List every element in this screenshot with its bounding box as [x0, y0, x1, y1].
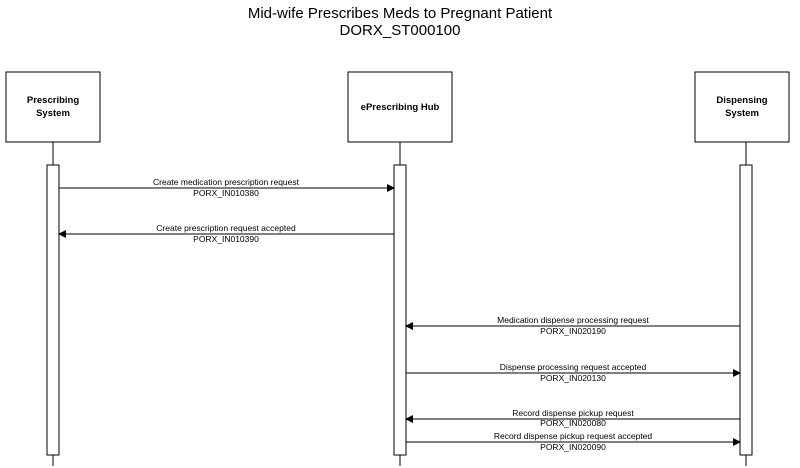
message-medication-dispense-processing-request[interactable]: Medication dispense processing request P… — [405, 315, 740, 336]
message-dispense-processing-request-accepted[interactable]: Dispense processing request accepted POR… — [406, 362, 741, 383]
lifeline-eprescribing-hub — [393, 142, 407, 466]
message-code: PORX_IN020080 — [540, 418, 606, 428]
participant-label: ePrescribing Hub — [361, 102, 440, 113]
activation-bar — [739, 164, 753, 456]
message-label: Create medication prescription request — [153, 177, 300, 187]
message-label: Medication dispense processing request — [497, 315, 649, 325]
activation-bar — [393, 164, 407, 456]
participant-label: Dispensing — [716, 95, 767, 106]
participant-prescribing-system[interactable]: Prescribing System — [5, 71, 101, 143]
lifeline-dispensing-system — [739, 142, 753, 466]
message-code: PORX_IN010390 — [193, 234, 259, 244]
message-code: PORX_IN020130 — [540, 373, 606, 383]
message-code: PORX_IN020190 — [540, 326, 606, 336]
message-code: PORX_IN020090 — [540, 442, 606, 452]
message-label: Record dispense pickup request accepted — [494, 431, 653, 441]
activation-bar — [46, 164, 60, 456]
diagram-title: Mid-wife Prescribes Meds to Pregnant Pat… — [247, 5, 553, 22]
message-record-dispense-pickup-request[interactable]: Record dispense pickup request PORX_IN02… — [405, 408, 740, 428]
message-create-medication-prescription-request[interactable]: Create medication prescription request P… — [59, 177, 395, 198]
participant-label: System — [725, 108, 759, 119]
lifeline-prescribing-system — [46, 142, 60, 466]
participant-dispensing-system[interactable]: Dispensing System — [694, 71, 790, 143]
message-label: Record dispense pickup request — [512, 408, 634, 418]
message-label: Create prescription request accepted — [156, 223, 296, 233]
message-label: Dispense processing request accepted — [500, 362, 647, 372]
diagram-id: DORX_ST000100 — [339, 22, 461, 39]
participant-label: Prescribing — [27, 95, 79, 106]
message-create-prescription-request-accepted[interactable]: Create prescription request accepted POR… — [58, 223, 394, 244]
message-code: PORX_IN010380 — [193, 188, 259, 198]
participant-eprescribing-hub[interactable]: ePrescribing Hub — [347, 71, 453, 143]
message-record-dispense-pickup-request-accepted[interactable]: Record dispense pickup request accepted … — [406, 431, 741, 452]
participant-label: System — [36, 108, 70, 119]
